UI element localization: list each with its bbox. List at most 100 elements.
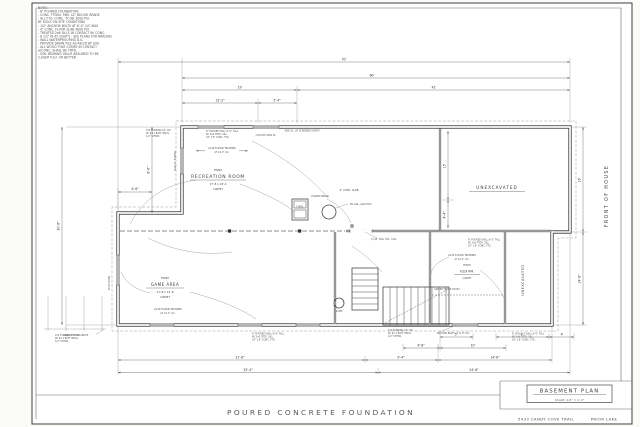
construction-notes: 2x10 FLOOR TRUSSES AT 19.2" O.C. 2x10 FL…: [55, 129, 545, 343]
window: [295, 323, 321, 327]
note-line: - TREATED 2x6 SILLS IN CONTACT W/ CONC.: [38, 31, 105, 35]
mechanical-equipment: FURN. 50 GAL. GAS W.H. FLOOR DRAIN 4" CO…: [291, 188, 397, 313]
dim-30-8: 30'-8": [57, 221, 61, 231]
city: PRIOR LAKE: [591, 417, 618, 422]
truss-note: AT 19.2" O.C.: [214, 151, 229, 154]
wall-note: 16" x 8" CONC. FTG.: [512, 339, 536, 342]
floor-drain-label: FLOOR DRAIN: [311, 194, 328, 198]
sheet-title: POURED CONCRETE FOUNDATION: [227, 408, 415, 417]
dim-4-6: 4'-6": [131, 187, 139, 191]
general-notes: NOTE: - 8" POURED FOUNDATION - CONC. FTN…: [38, 6, 113, 60]
wall-note: W/ 2x6 TRTD. SILL: [468, 242, 490, 245]
dim-16: 16': [578, 177, 582, 182]
wall-note: W/ 2x6 TRTD. SILL: [206, 133, 228, 136]
window: [252, 125, 280, 129]
wall-note: 16" x 8" CONC. FTG.: [206, 136, 230, 139]
window: [197, 125, 225, 129]
dim-33-4: 33'-4": [243, 368, 253, 372]
stairs: [351, 267, 450, 326]
title-area: POURED CONCRETE FOUNDATION BASEMENT PLAN…: [227, 384, 618, 422]
unexcavated-strip-label: UNEXCAVATED: [521, 264, 525, 295]
rec-room-name: RECREATION ROOM: [191, 174, 245, 180]
wall-note: 8" POURED WALL 8'-0" TALL: [512, 333, 545, 336]
slab-label: 4" CONC. SLAB: [340, 188, 359, 192]
stair-break-line: [384, 289, 448, 324]
note-line: - 8 1/2" W 45 200#'S - SEE PLANS FOR BRA…: [38, 34, 113, 38]
furnace-label: FURN.: [296, 206, 303, 209]
dim-41: 41': [432, 85, 437, 89]
note-line: - 4" CONC. FLOOR SLAB 4000 PSI.: [38, 27, 90, 31]
wall-note: 8" POURED WALL 8'-0" TALL: [468, 239, 501, 242]
egress-callout: 3060 SL. EGRESS: [174, 150, 177, 171]
deck-note: LINE OF DECK ABOVE: [64, 334, 89, 337]
note-line: - SOIL BEARING VALUE ASSUMED TO BE: [38, 52, 99, 56]
egress-window: [180, 147, 184, 175]
wall-note: W/ 2x6 TRTD. SILL: [252, 336, 274, 339]
note-line: - ALL FTG. CONC. TO BE 3000 PSI.: [38, 17, 90, 21]
dim-5: 5': [455, 333, 458, 337]
furring-note: W/ R-11 BATT INSUL.: [146, 132, 170, 135]
deck-above: LINE OF DECK ABOVE: [44, 296, 106, 337]
dim-5-4: 5'-4": [273, 98, 281, 102]
furring-note: W/ R-11 BATT INSUL.: [55, 337, 79, 340]
dim-60: 60': [370, 73, 375, 77]
dim-10: 10': [471, 344, 476, 348]
note-line: - 8" POURED FOUNDATION: [38, 10, 78, 14]
truss-note: 2x10 FLOOR TRUSSES: [154, 307, 182, 311]
exterior-walls: [116, 125, 572, 327]
truss-note: 2x10 FLOOR TRUSSES: [448, 253, 476, 257]
truss-note: AT 19.2" O.C.: [160, 312, 175, 315]
cased-opening: [349, 229, 373, 233]
note-line: - ALL WOOD THAT COMES IN CONTACT: [38, 45, 97, 49]
note-line: NOTE:: [38, 6, 48, 10]
furring-note: 1/2" SHTRK.: [55, 340, 69, 343]
steel-column: [298, 229, 302, 233]
dim-4-4: 4'-4": [443, 211, 447, 219]
furring-note: 1/2" SHTRK.: [388, 335, 402, 338]
truss-note: 2x10 FLOOR TRUSSES: [208, 146, 236, 150]
wall-note: 8" POURED WALL 8'-0" TALL: [206, 130, 239, 133]
dim-4: 4': [561, 333, 564, 337]
rec-room-floor: CARPET: [213, 187, 223, 191]
dim-4-8: 4'-8": [417, 344, 425, 348]
window-callout: CUSTOM 3060 SL.: [256, 134, 277, 137]
note-line: 2,000# P.S.F. OR BETTER: [38, 56, 77, 60]
note-line: - PROVIDE DRAIN TILE AS REQ'D BY SOIL: [38, 42, 100, 46]
sump-label: SUMP: [336, 310, 343, 313]
bottom-dimensions: 5' 8' 4' 4'-8" 10' 31'-8" 9'-4" 14'-8" 3…: [118, 332, 574, 374]
steel-column: [228, 229, 232, 233]
room-labels: FINISH RECREATION ROOM 17'-8 x 18'-4 CAR…: [146, 168, 525, 299]
dim-70: 70': [342, 57, 347, 61]
interior-walls: [333, 128, 551, 324]
dim-14-8-right: 14'-8": [578, 274, 582, 284]
patio-door-callout: PATIO DOOR: [108, 275, 111, 290]
dim-14-8: 14'-8": [490, 356, 500, 360]
game-area-name: GAME AREA: [151, 282, 179, 287]
window: [237, 323, 263, 327]
flex-room-name: FLEX RM.: [460, 270, 474, 274]
dim-24-8: 24'-8": [469, 368, 479, 372]
address: 5433 CANDY COVE TRAIL: [518, 417, 574, 422]
game-area-floor: CARPET: [160, 295, 170, 299]
dim-8-6: 8'-6": [147, 166, 151, 174]
flex-room-floor: CARPET: [462, 277, 472, 280]
wall-note: 16" x 8" CONC. FTG.: [252, 339, 276, 342]
furring-note: 2x4 FURRING 16" O/C: [146, 129, 171, 132]
furring-note: 2x4 FURRING 16" O/C: [55, 334, 80, 337]
dim-19: 19': [238, 85, 243, 89]
furring-note: 1/2" SHTRK.: [146, 135, 160, 138]
windows-openings: [116, 125, 479, 327]
note-line: - 1/2" ANCHOR BOLTS AT 6'-0" O/C MAX: [38, 24, 98, 28]
note-line: - WALL WATERPROOFING B.G.: [38, 38, 83, 42]
patio-door-opening: [116, 254, 120, 286]
plan-name: BASEMENT PLAN: [540, 389, 600, 395]
furring-note: 2x4 FURRING 16" O/C: [388, 329, 413, 332]
water-heater-label: 50 GAL. GAS W.H.: [350, 202, 372, 206]
dim-13-2: 13'-2": [215, 98, 225, 102]
top-dimensions: 70' 60' 19' 41' 13'-2" 5'-4": [118, 57, 570, 104]
dim-31-8: 31'-8": [235, 356, 245, 360]
floor-drain: [350, 224, 354, 228]
column-note: 3 1/2" DIA. STL. COL.: [371, 237, 397, 241]
dim-9-4: 9'-4": [397, 356, 405, 360]
